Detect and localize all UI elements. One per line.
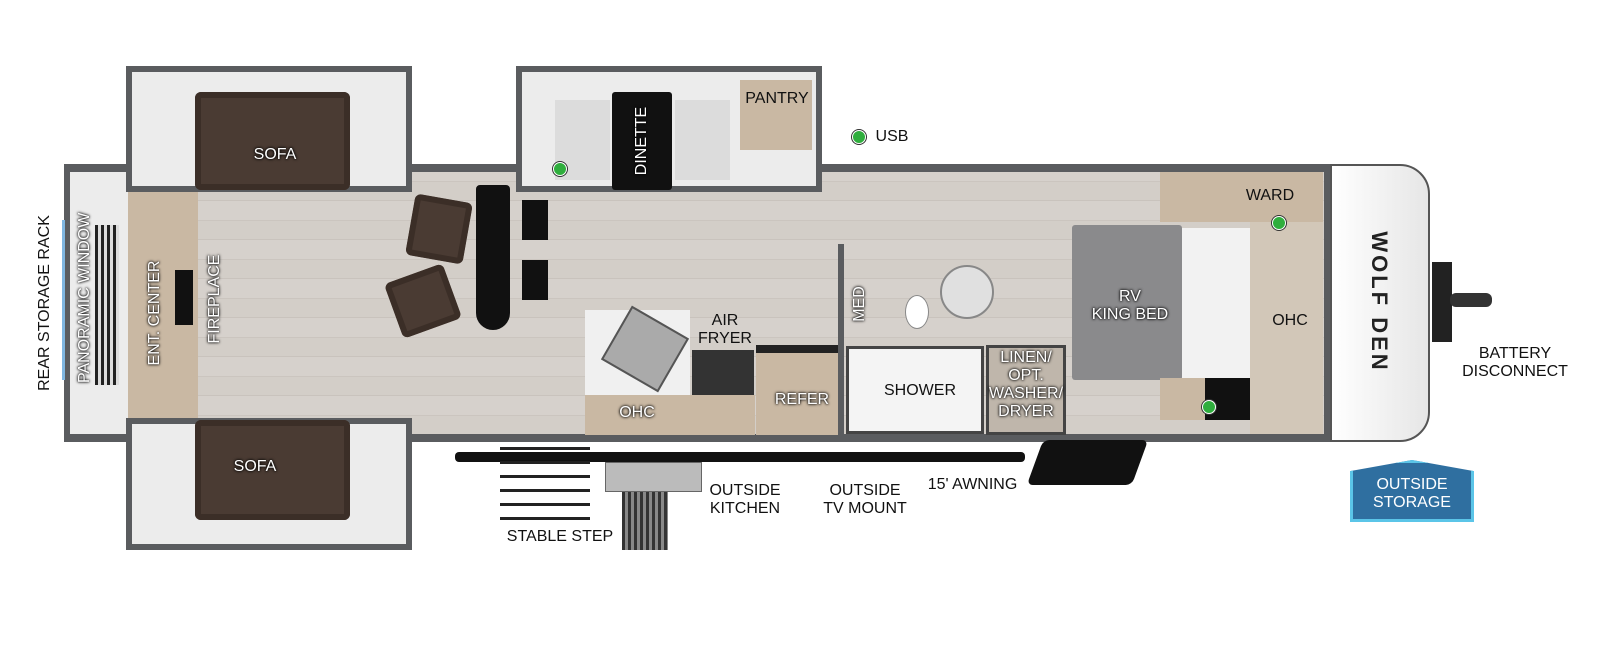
outside-storage-badge [1350, 460, 1474, 522]
refrigerator [756, 345, 840, 435]
label-battery-disconnect: BATTERY DISCONNECT [1462, 345, 1568, 380]
label-linen: LINEN/ OPT. WASHER/ DRYER [988, 349, 1064, 420]
panoramic-window-blinds [95, 225, 119, 385]
toilet [905, 295, 929, 329]
label-refer: REFER [774, 391, 830, 408]
label-usb: USB [875, 128, 909, 145]
bathroom-sink [940, 265, 994, 319]
label-shower: SHOWER [884, 382, 956, 399]
label-dinette: DINETTE [633, 106, 650, 176]
label-outside-storage: OUTSIDE STORAGE [1373, 476, 1451, 511]
label-sofa-top: SOFA [253, 146, 297, 163]
nightstand-cabinet [1160, 378, 1205, 420]
bed-pillows [1182, 228, 1250, 378]
king-bed [1072, 225, 1182, 380]
dinette-table [612, 92, 672, 190]
recliner-1 [405, 193, 473, 265]
wardrobe [1160, 172, 1323, 222]
brand-logo: WOLF DEN [1367, 231, 1392, 373]
label-awning: 15' AWNING [927, 476, 1018, 493]
pantry-cabinet [740, 80, 812, 150]
ohc-bedroom-cabinet [1250, 222, 1323, 434]
front-cap [1330, 164, 1430, 442]
kitchen-island [476, 185, 510, 330]
label-panoramic-window: PANORAMIC WINDOW [76, 212, 93, 383]
label-med: MED [851, 286, 868, 322]
fireplace-unit [175, 270, 193, 325]
label-ohc-bedroom: OHC [1272, 312, 1308, 329]
label-stable-step: STABLE STEP [506, 528, 614, 545]
awning-rail [455, 452, 1025, 462]
linen-closet [986, 345, 1066, 435]
label-fireplace: FIREPLACE [206, 254, 223, 344]
label-outside-kitchen: OUTSIDE KITCHEN [709, 482, 781, 517]
dinette-bench-right [675, 100, 730, 180]
usb-port-ward [1272, 216, 1286, 230]
stable-step [622, 492, 668, 550]
stool-2 [522, 260, 548, 300]
label-ent-center: ENT. CENTER [146, 260, 163, 366]
usb-port-nightstand [1202, 400, 1216, 414]
label-air-fryer: AIR FRYER [698, 312, 752, 347]
shower-stall [846, 346, 984, 434]
label-rear-storage-rack: REAR STORAGE RACK [36, 215, 53, 391]
stool-1 [522, 200, 548, 240]
usb-port-dinette [553, 162, 567, 176]
entry-steps [500, 440, 590, 520]
outside-kitchen-sink [605, 462, 702, 492]
entry-door-steps [1026, 440, 1149, 485]
sofa-top [195, 92, 350, 190]
bathroom-wall [838, 244, 844, 436]
ohc-kitchen-cabinet [585, 395, 755, 435]
stove [692, 350, 754, 400]
hitch-arm [1450, 293, 1492, 307]
label-bed: RV KING BED [1091, 288, 1169, 323]
nightstand [1205, 378, 1250, 420]
rear-window [62, 220, 65, 380]
sofa-bottom [195, 420, 350, 520]
usb-legend-dot [852, 130, 866, 144]
label-sofa-bottom: SOFA [233, 458, 277, 475]
label-ohc-kitchen: OHC [619, 404, 655, 421]
label-outside-tv-mount: OUTSIDE TV MOUNT [823, 482, 907, 517]
label-pantry: PANTRY [745, 90, 809, 107]
label-ward: WARD [1245, 187, 1295, 204]
